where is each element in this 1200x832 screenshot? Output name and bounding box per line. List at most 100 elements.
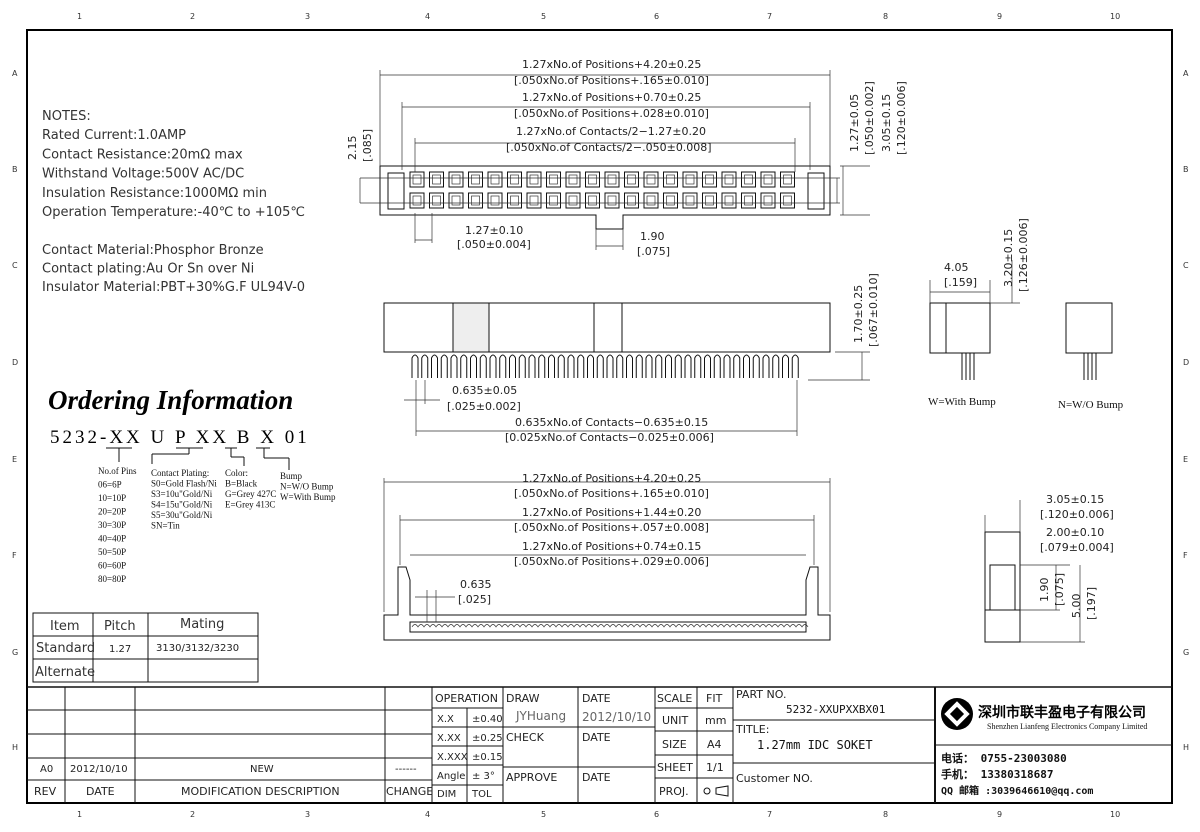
dim-section-500: 5.00 bbox=[1070, 594, 1083, 619]
grid-row-label: A bbox=[12, 69, 18, 78]
operation-label: OPERATION bbox=[435, 692, 498, 705]
dim-front-inner-inch: [.050xNo.of Positions+.057±0.008] bbox=[514, 521, 709, 534]
cross-section-view bbox=[984, 531, 1021, 643]
title-label: TITLE: bbox=[735, 723, 769, 736]
grid-column-label: 2 bbox=[190, 810, 195, 819]
grid-column-label: 7 bbox=[767, 12, 772, 21]
dim-section-width-inch: [.120±0.006] bbox=[1040, 508, 1114, 521]
dim-contact-span: 0.635xNo.of Contacts−0.635±0.15 bbox=[515, 416, 708, 429]
bump-option: W=With Bump bbox=[280, 492, 336, 502]
scale-value: FIT bbox=[706, 692, 723, 705]
tolerance-dim: X.X bbox=[437, 714, 454, 725]
grid-row-label: D bbox=[1183, 358, 1189, 367]
top-view bbox=[360, 165, 840, 230]
contact-tail bbox=[684, 354, 692, 378]
front-view-dimension-lines bbox=[383, 478, 831, 622]
dim-width: 3.05±0.15 bbox=[880, 94, 893, 152]
contact-cavity bbox=[448, 171, 464, 188]
color-option: E=Grey 413C bbox=[225, 500, 275, 510]
contact-cavity bbox=[409, 192, 425, 209]
contact-cavity bbox=[643, 171, 659, 188]
dim-row-pitch: 1.27±0.05 bbox=[848, 94, 861, 152]
contact-tail bbox=[791, 354, 799, 378]
bump-option: N=W/O Bump bbox=[280, 482, 334, 492]
dim-key-inch: [.075] bbox=[637, 245, 670, 258]
contact-tail bbox=[733, 354, 741, 378]
pins-option: 20=20P bbox=[98, 507, 126, 517]
color-option: G=Grey 427C bbox=[225, 489, 276, 499]
dim-contacts-inch: [.050xNo.of Contacts/2−.050±0.008] bbox=[506, 141, 712, 154]
contact-cavity bbox=[526, 171, 542, 188]
end-view-with-bump bbox=[929, 302, 991, 380]
contact-tail bbox=[557, 354, 565, 378]
contact-cavity bbox=[780, 171, 795, 188]
contact-cavity bbox=[468, 171, 483, 188]
dim-height: 1.70±0.25 bbox=[852, 285, 865, 343]
dim-front-overall: 1.27xNo.of Positions+4.20±0.25 bbox=[522, 472, 701, 485]
contact-tail bbox=[431, 354, 438, 378]
standard-pitch: 1.27 bbox=[109, 644, 131, 655]
plating-option: S4=15u"Gold/Ni bbox=[151, 500, 213, 510]
ordering-options: No.of Pins06=6P10=10P20=20P30=30P40=40P5… bbox=[98, 466, 336, 584]
unit-label: UNIT bbox=[662, 714, 689, 727]
drawer-name: JYHuang bbox=[515, 709, 566, 723]
contact-tail bbox=[665, 354, 672, 378]
contact-cavity bbox=[721, 192, 737, 209]
contact-cavity bbox=[546, 171, 561, 188]
with-bump-label: W=With Bump bbox=[928, 396, 996, 408]
grid-row-label: E bbox=[12, 455, 17, 464]
dim-half-pitch-inch: [.025±0.002] bbox=[447, 400, 521, 413]
contact-tail bbox=[421, 354, 429, 378]
material-line: Insulator Material:PBT+30%G.F UL94V-0 bbox=[42, 280, 305, 295]
grid-column-label: 10 bbox=[1110, 12, 1120, 21]
grid-column-label: 7 bbox=[767, 810, 772, 819]
company-name-cn: 深圳市联丰盈电子有限公司 bbox=[978, 704, 1146, 721]
dim-bump-inch: [.126±0.006] bbox=[1017, 218, 1030, 292]
grid-column-label: 2 bbox=[190, 12, 195, 21]
dim-215: 2.15 bbox=[346, 136, 359, 161]
dim-pitch: 1.27±0.10 bbox=[465, 224, 523, 237]
contact-tail bbox=[518, 354, 526, 378]
contact-cavity bbox=[760, 192, 776, 209]
approve-date-label: DATE bbox=[582, 771, 611, 784]
grid-row-label: C bbox=[1183, 261, 1189, 270]
rev-date: 2012/10/10 bbox=[70, 764, 128, 775]
pins-option: 80=80P bbox=[98, 574, 126, 584]
grid-row-label: H bbox=[1183, 743, 1189, 752]
contact-cavity bbox=[487, 192, 503, 209]
grid-row-label: B bbox=[12, 165, 18, 174]
contact-cavity bbox=[702, 192, 717, 209]
grid-row-label: D bbox=[12, 358, 18, 367]
dim-height-inch: [.067±0.010] bbox=[867, 273, 880, 347]
dim-215-inch: [.085] bbox=[361, 129, 374, 162]
contact-tail bbox=[645, 354, 653, 378]
dim-half-pitch: 0.635±0.05 bbox=[452, 384, 517, 397]
contact-tail bbox=[577, 354, 585, 378]
contact-tail bbox=[626, 354, 633, 378]
standard-label: Standard bbox=[36, 641, 95, 656]
end-view-without-bump bbox=[1065, 302, 1113, 380]
grid-row-label: G bbox=[12, 648, 18, 657]
company-email: QQ 邮箱 :3039646610@qq.com bbox=[941, 784, 1093, 797]
tolerance-value: TOL bbox=[471, 789, 492, 800]
contact-cavity bbox=[780, 192, 795, 209]
contact-cavity bbox=[682, 192, 698, 209]
grid-column-label: 8 bbox=[883, 12, 888, 21]
pitch-header: Pitch bbox=[104, 619, 136, 634]
dim-front-latch: 1.27xNo.of Positions+0.74±0.15 bbox=[522, 540, 701, 553]
plating-title: Contact Plating: bbox=[151, 468, 209, 478]
contact-cavity bbox=[448, 192, 464, 209]
contact-cavity bbox=[624, 171, 639, 188]
item-header: Item bbox=[50, 619, 80, 634]
contact-tail bbox=[616, 354, 624, 378]
note-line: Rated Current:1.0AMP bbox=[42, 128, 186, 143]
dim-overall: 1.27xNo.of Positions+4.20±0.25 bbox=[522, 58, 701, 71]
contact-cavity bbox=[604, 192, 620, 209]
contact-tail bbox=[489, 354, 497, 378]
contact-cavity bbox=[487, 171, 503, 188]
dim-inner: 1.27xNo.of Positions+0.70±0.25 bbox=[522, 91, 701, 104]
ordering-title: Ordering Information bbox=[48, 385, 293, 415]
dim-width-inch: [.120±0.006] bbox=[895, 81, 908, 155]
contact-cavity bbox=[429, 192, 444, 209]
